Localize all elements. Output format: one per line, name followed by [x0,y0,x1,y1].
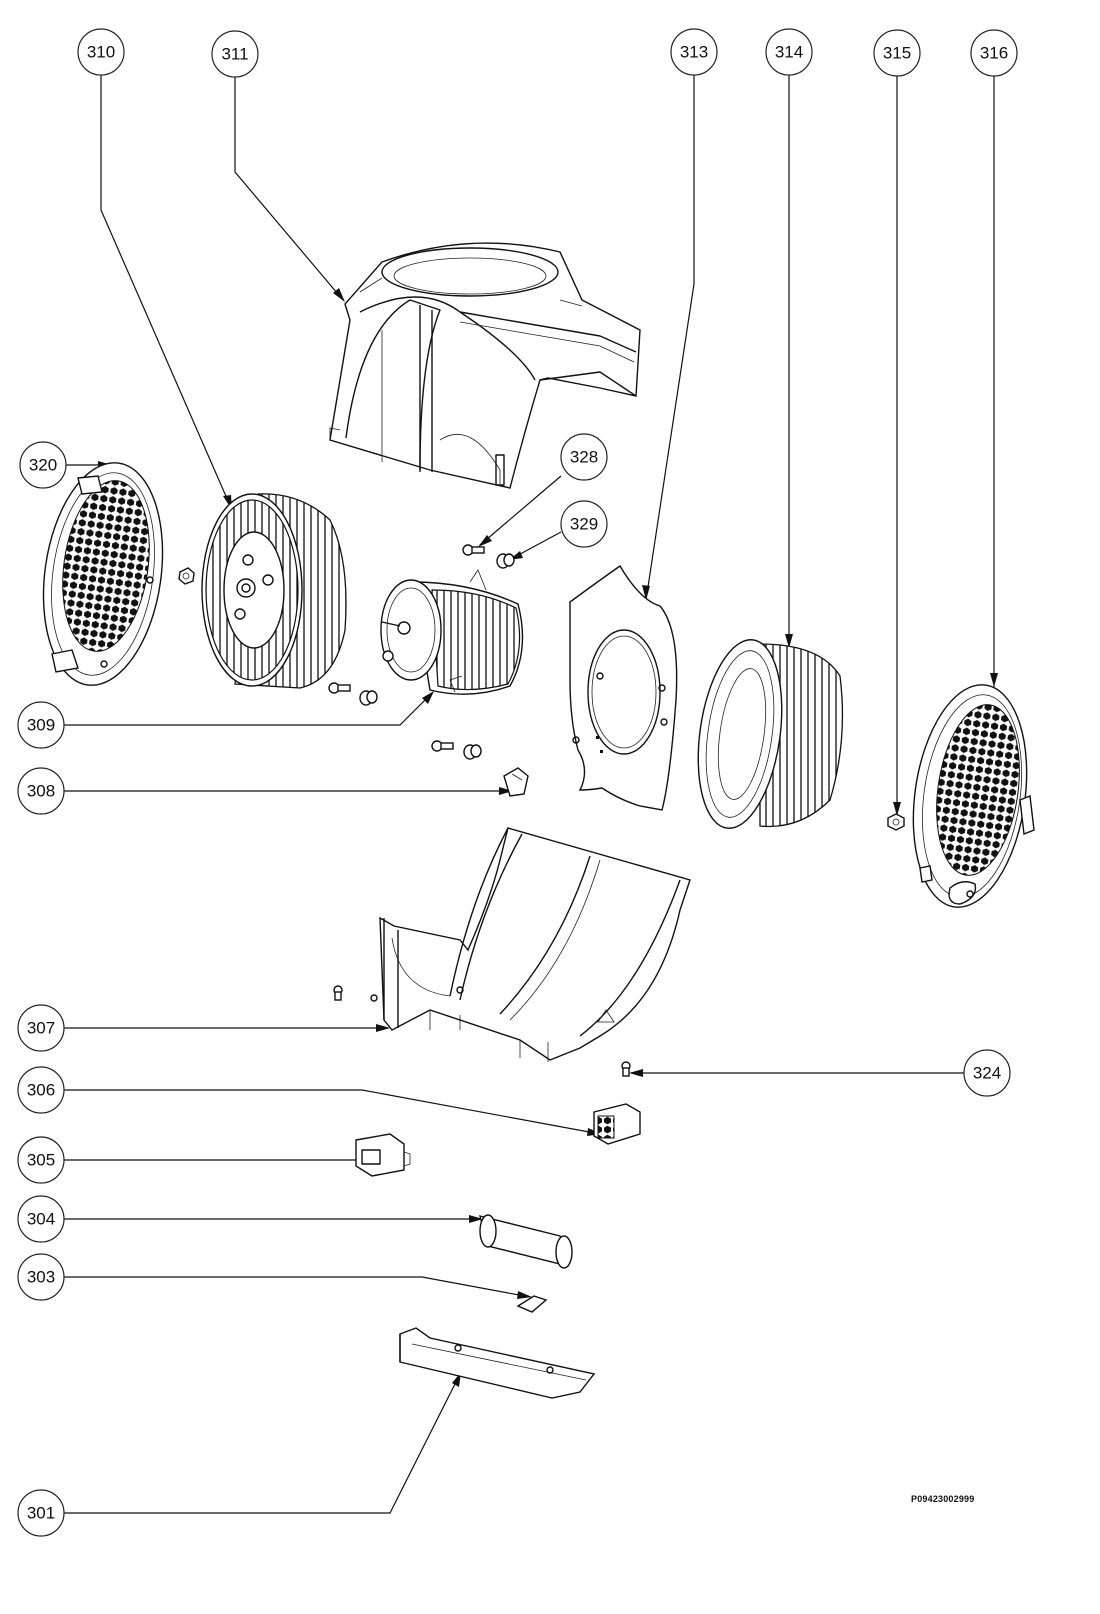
callout-324: 324 [963,1049,1011,1097]
callout-303: 303 [17,1253,65,1301]
motor-screws [328,682,482,760]
svg-text:310: 310 [87,43,115,62]
hex-nut-left [178,567,195,585]
svg-text:306: 306 [27,1081,55,1100]
svg-text:315: 315 [883,44,911,63]
arrowhead-315 [893,802,901,816]
grommet-329-part [496,553,515,569]
leader-328 [479,475,562,546]
svg-text:301: 301 [27,1504,55,1523]
callout-315: 315 [873,29,921,77]
leader-303 [64,1276,531,1298]
leader-lines [64,74,995,1514]
callout-307: 307 [17,1004,65,1052]
svg-text:307: 307 [27,1019,55,1038]
callout-313: 313 [670,28,718,76]
callout-301: 301 [17,1489,65,1537]
leader-306 [64,1089,601,1135]
arrowhead-307 [376,1024,390,1032]
arrowhead-303 [517,1291,532,1299]
terminal-block-305-part [355,1133,411,1177]
callout-320: 320 [19,441,67,489]
arrowhead-311 [333,288,345,302]
svg-text:314: 314 [775,43,803,62]
arrowhead-316 [990,673,998,687]
leader-310 [100,74,233,511]
lower-housing-part [370,827,691,1062]
screw-307 [333,985,343,1001]
arrowhead-328 [478,535,492,547]
connector-306-part [593,1103,641,1145]
svg-text:324: 324 [973,1064,1001,1083]
document-code: P09423002999 [911,1494,975,1504]
leader-313 [645,74,695,601]
arrowhead-309 [422,691,434,704]
callout-309: 309 [17,701,65,749]
clip-308-part [503,767,529,797]
svg-text:311: 311 [221,45,248,64]
nut-315-part [887,813,905,831]
mounting-plate-part [569,564,678,811]
right-grille-part [912,684,1035,908]
svg-text:309: 309 [27,716,55,735]
callout-306: 306 [17,1066,65,1114]
leader-311 [234,76,344,301]
leader-301 [64,1373,461,1514]
leader-309 [64,692,433,726]
motor-part [380,569,524,695]
callout-314: 314 [765,28,813,76]
screw-324-part [621,1061,631,1077]
screw-328-part [462,544,485,556]
svg-text:316: 316 [980,44,1008,63]
callout-328: 328 [560,433,608,481]
arrowhead-308 [499,787,513,795]
arrowhead-304 [469,1215,483,1223]
callout-329: 329 [560,500,608,548]
callout-304: 304 [17,1195,65,1243]
svg-text:308: 308 [27,782,55,801]
cover-plate-301-part [399,1327,596,1399]
svg-text:329: 329 [570,515,598,534]
clip-303-part [516,1295,548,1313]
svg-text:328: 328 [570,448,598,467]
callout-305: 305 [17,1136,65,1184]
svg-text:313: 313 [680,43,708,62]
arrowheads [98,288,998,1387]
arrowhead-324 [629,1069,643,1077]
callout-316: 316 [970,29,1018,77]
svg-text:305: 305 [27,1151,55,1170]
arrowhead-313 [642,585,650,600]
svg-text:303: 303 [27,1268,55,1287]
callout-310: 310 [77,28,125,76]
arrowhead-314 [785,634,793,648]
left-impeller-part [201,493,347,689]
upper-housing-part [329,242,641,489]
capacitor-304-part [479,1214,573,1269]
callout-311: 311 [211,30,259,78]
callout-bubbles: 310 311 313 314 315 316 320 328 329 309 … [17,28,1018,1537]
right-impeller-part [697,639,844,829]
svg-text:304: 304 [27,1210,55,1229]
left-grille-part [42,462,164,686]
callout-308: 308 [17,767,65,815]
svg-text:320: 320 [29,456,57,475]
